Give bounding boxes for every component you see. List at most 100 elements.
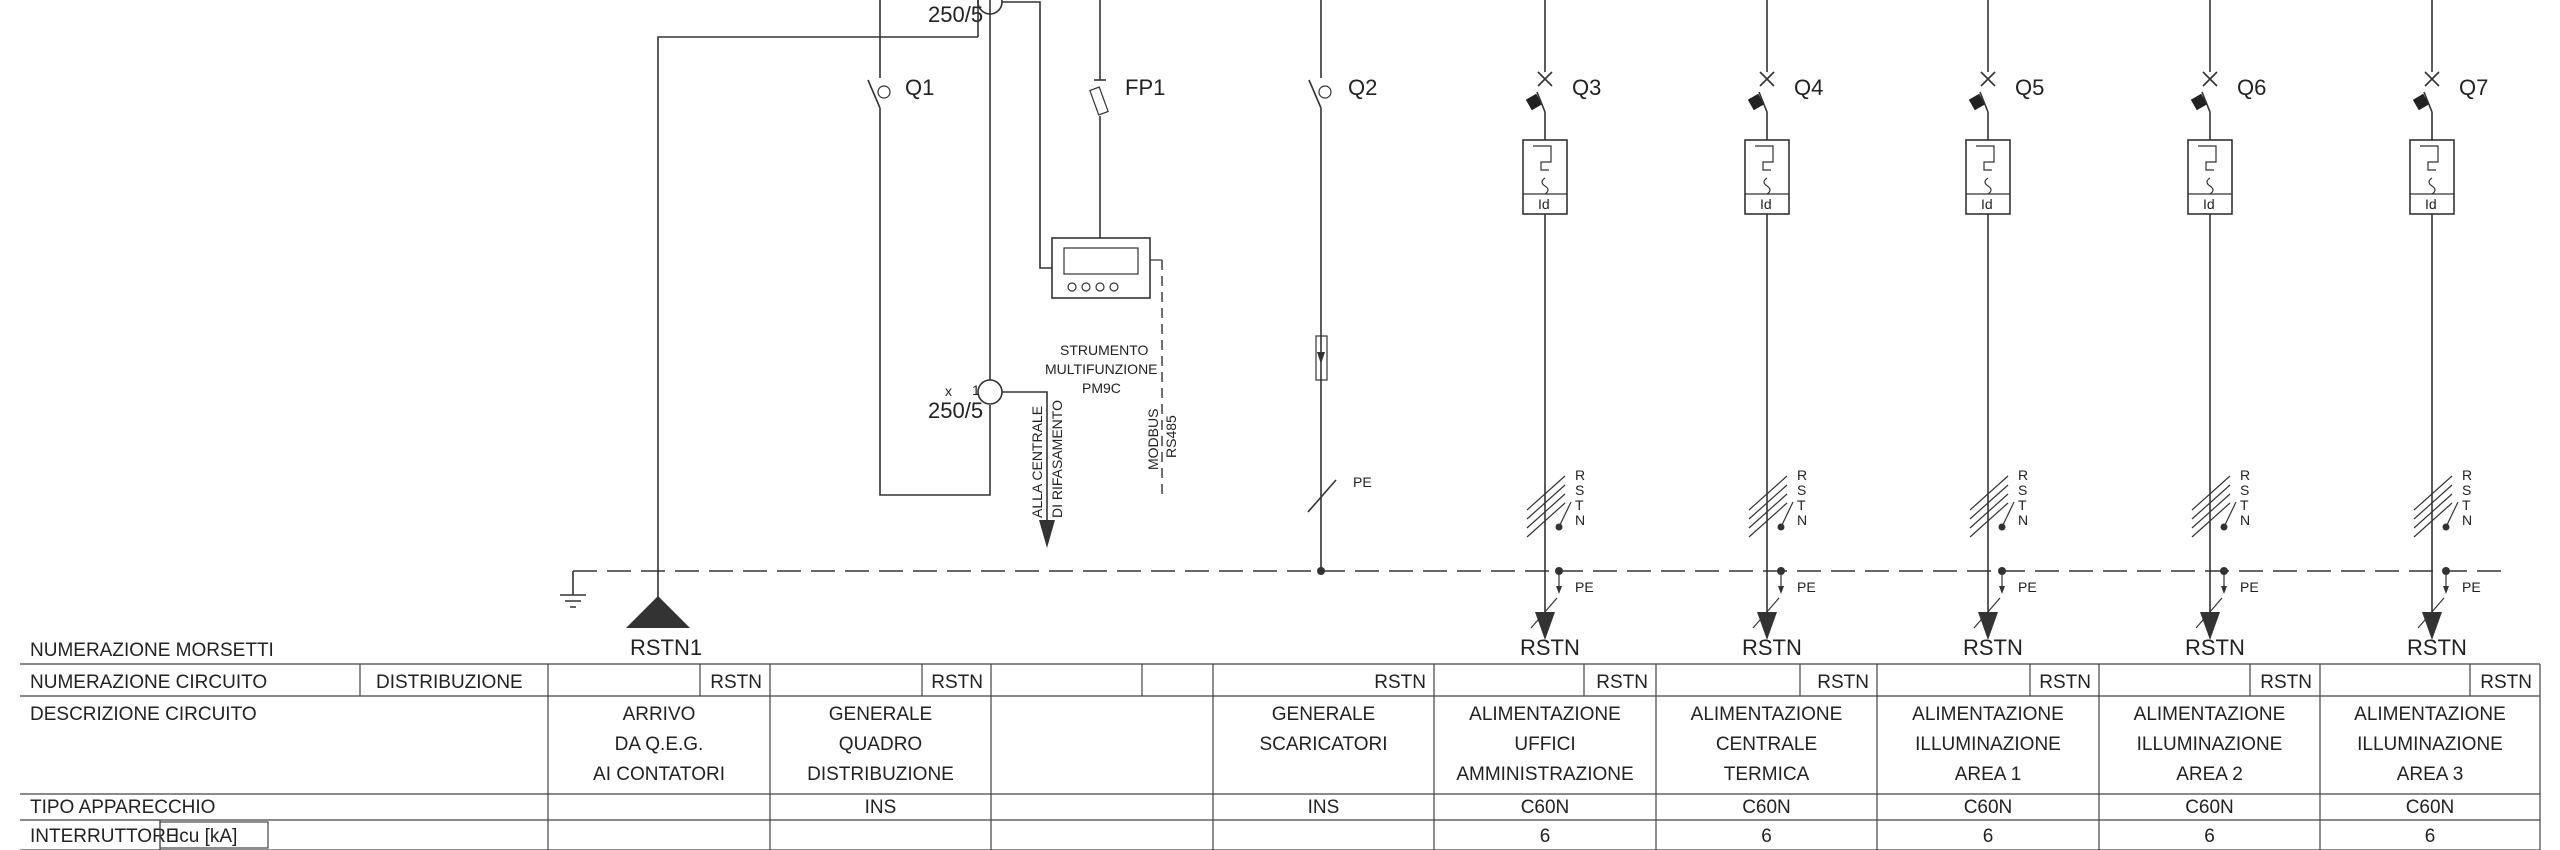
lower-ct-ratio: 250/5 (928, 398, 983, 423)
phase-label: S (2018, 482, 2027, 498)
phase-label: S (2462, 482, 2471, 498)
ground-icon (560, 571, 586, 608)
rcd-id-label: Id (2425, 196, 2437, 212)
description-line: ALIMENTAZIONE (2354, 704, 2506, 725)
row-header-tipo: TIPO APPARECCHIO (30, 797, 215, 818)
rifasamento-line2: DI RIFASAMENTO (1049, 400, 1065, 518)
device-type: C60N (2406, 797, 2455, 818)
terminal-label: RSTN (2185, 635, 2245, 660)
lower-ct-x: x (945, 383, 952, 399)
feeder-label: Q3 (1572, 75, 1601, 100)
circuit-table: NUMERAZIONE MORSETTI NUMERAZIONE CIRCUIT… (20, 640, 2541, 850)
terminal-arrow-icon (1757, 612, 1777, 640)
description-line: GENERALE (1272, 704, 1375, 725)
breaker-x-icon (2202, 71, 2218, 87)
feeder-label: Q4 (1794, 75, 1823, 100)
phase-label: T (2018, 497, 2027, 513)
feeder-label: Q7 (2459, 75, 2488, 100)
terminal-arrow-icon (2422, 612, 2442, 640)
rcd-id-label: Id (2203, 196, 2215, 212)
device-type: INS (1308, 797, 1340, 818)
phase-label: N (2462, 512, 2472, 528)
breaker-actuator-icon (2190, 93, 2208, 111)
icu-value: 6 (1540, 826, 1551, 847)
q1-disconnector-icon (867, 0, 991, 496)
table-column: RSTNALIMENTAZIONEUFFICIAMMINISTRAZIONEC6… (1456, 672, 1648, 847)
phase-label: S (1575, 482, 1584, 498)
description-line: AI CONTATORI (593, 764, 725, 785)
phase-label: T (2240, 497, 2249, 513)
icu-value: 6 (1983, 826, 1994, 847)
rifasamento-link (1002, 391, 1048, 520)
breaker-actuator-icon (1968, 93, 1986, 111)
row-header-circuito: NUMERAZIONE CIRCUITO (30, 672, 267, 693)
terminal-label: RSTN (1963, 635, 2023, 660)
device-type: INS (865, 797, 897, 818)
circuit-code: RSTN (2260, 672, 2312, 693)
meter-line2: MULTIFUNZIONE (1045, 361, 1158, 377)
pe-label: PE (1797, 579, 1816, 595)
rcd-id-label: Id (1538, 196, 1550, 212)
device-type: C60N (1742, 797, 1791, 818)
feeder-label: Q5 (2015, 75, 2044, 100)
description-line: GENERALE (829, 704, 932, 725)
description-line: AREA 1 (1955, 764, 2022, 785)
description-line: AREA 2 (2176, 764, 2243, 785)
phase-label: T (1797, 497, 1806, 513)
phase-label: T (2462, 497, 2471, 513)
phase-label: N (2018, 512, 2028, 528)
breaker-x-icon (2424, 71, 2440, 87)
phase-label: R (1797, 467, 1807, 483)
rcd-id-label: Id (1981, 196, 1993, 212)
ct-wiring (1002, 1, 1052, 269)
breaker-x-icon (1759, 71, 1775, 87)
row-header-distribuzione: DISTRIBUZIONE (376, 672, 523, 693)
breaker-actuator-icon (1525, 93, 1543, 111)
phase-label: R (2240, 467, 2250, 483)
q2-label: Q2 (1348, 75, 1377, 100)
meter-comm1: MODBUS (1145, 409, 1161, 470)
terminal-arrow-icon (2200, 612, 2220, 640)
incoming-terminal-triangle-icon (626, 596, 690, 628)
circuit-code: RSTN (710, 672, 762, 693)
row-header-morsetti: NUMERAZIONE MORSETTI (30, 640, 274, 661)
meter-comm2: RS485 (1163, 415, 1179, 458)
description-line: AREA 3 (2397, 764, 2464, 785)
description-line: ALIMENTAZIONE (2134, 704, 2286, 725)
pm9c-meter-icon (1051, 237, 1163, 500)
icu-value: 6 (2425, 826, 2436, 847)
surge-arrester-icon (1315, 335, 1328, 381)
terminal-label: RSTN (1742, 635, 1802, 660)
description-line: ALIMENTAZIONE (1912, 704, 2064, 725)
description-line: DISTRIBUZIONE (807, 764, 954, 785)
icu-value: 6 (2204, 826, 2215, 847)
description-line: AMMINISTRAZIONE (1456, 764, 1633, 785)
pe-label: PE (2462, 579, 2481, 595)
phase-label: N (1797, 512, 1807, 528)
breaker-x-icon (1537, 71, 1553, 87)
incoming-terminal-label: RSTN1 (630, 635, 702, 660)
phase-label: N (2240, 512, 2250, 528)
phase-label: R (2018, 467, 2028, 483)
breaker-x-icon (1980, 71, 1996, 87)
description-line: ILLUMINAZIONE (1915, 734, 2061, 755)
device-type: C60N (1521, 797, 1570, 818)
breaker-actuator-icon (1747, 93, 1765, 111)
q2-disconnector-icon (1308, 0, 1322, 570)
circuit-code: RSTN (2480, 672, 2532, 693)
feeder-label: Q6 (2237, 75, 2266, 100)
description-line: ILLUMINAZIONE (2137, 734, 2283, 755)
device-type: C60N (1964, 797, 2013, 818)
description-line: CENTRALE (1716, 734, 1817, 755)
upper-ct-ratio: 250/5 (928, 2, 983, 27)
terminal-arrow-icon (1978, 612, 1998, 640)
row-header-interruttore: INTERRUTTORE (30, 826, 178, 847)
